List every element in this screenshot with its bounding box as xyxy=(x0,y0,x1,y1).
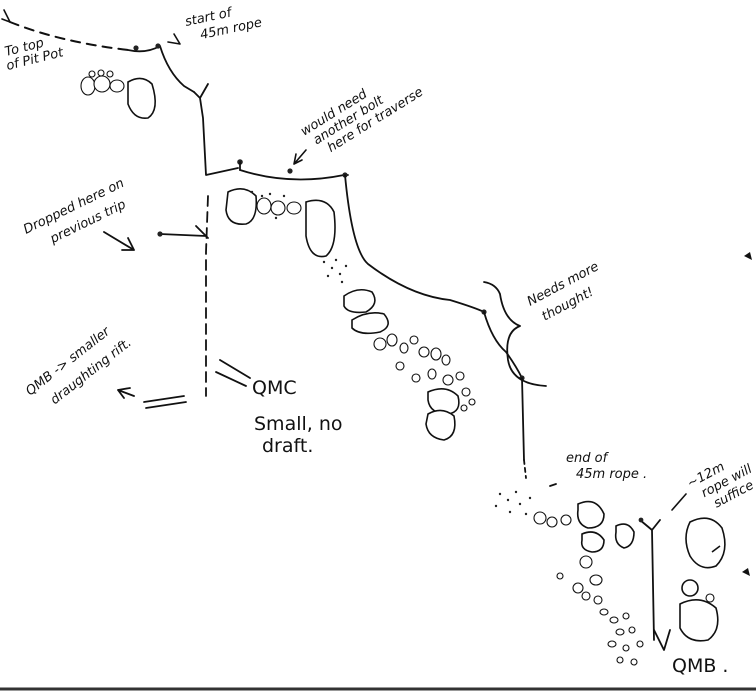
anchor-bolt xyxy=(638,517,644,523)
traverse-bolt xyxy=(287,168,293,174)
dashed-line-to-top xyxy=(9,21,129,51)
dropped-point xyxy=(157,231,163,237)
boulders-middle xyxy=(322,258,476,441)
arrow-start-rope xyxy=(167,33,181,45)
label-start-rope: start of 45m rope xyxy=(184,0,264,46)
rope-final-drop xyxy=(521,377,525,461)
dropped-point-marker xyxy=(159,225,209,239)
label-qmb: QMB . xyxy=(672,655,728,677)
label-rope-12m: ~12m rope will suffice xyxy=(685,447,756,518)
rope-note-pointer xyxy=(671,493,687,511)
boulders-upper xyxy=(225,188,336,258)
label-qmc-note: Small, no draft. xyxy=(254,413,349,457)
anchor-bolt xyxy=(155,43,161,49)
scan-mark xyxy=(744,252,752,260)
rope-12m xyxy=(639,519,661,641)
arrow-dropped-here xyxy=(103,231,135,251)
main-rope xyxy=(344,174,485,313)
anchor-bolt xyxy=(133,45,139,51)
boulders-top xyxy=(80,69,156,120)
scan-mark xyxy=(742,568,750,576)
arrow-to-qmb xyxy=(653,629,671,651)
label-qmb-rift: QMB -> smaller draughting rift. xyxy=(23,318,134,416)
rope-y-hang xyxy=(193,83,239,176)
arrow-qmb-rift xyxy=(117,387,135,399)
rope-lower xyxy=(483,311,523,379)
arrow-to-top xyxy=(1,9,11,23)
label-qmc: QMC xyxy=(252,377,297,399)
label-end-rope: end of 45m rope . xyxy=(566,451,647,482)
end-rope-tick xyxy=(549,483,557,487)
arrow-bolt-note xyxy=(293,149,307,165)
qmc-marker xyxy=(215,359,251,387)
rope-end-dashed xyxy=(523,459,527,479)
traverse-line xyxy=(239,169,349,181)
label-another-bolt: would need another bolt here for travers… xyxy=(298,61,426,163)
thought-brace xyxy=(483,281,547,387)
boulders-lower xyxy=(494,490,726,666)
label-needs-thought: Needs more thought! xyxy=(525,257,615,327)
dashed-previous-route xyxy=(205,195,209,397)
qmb-direction-lines xyxy=(143,395,187,409)
